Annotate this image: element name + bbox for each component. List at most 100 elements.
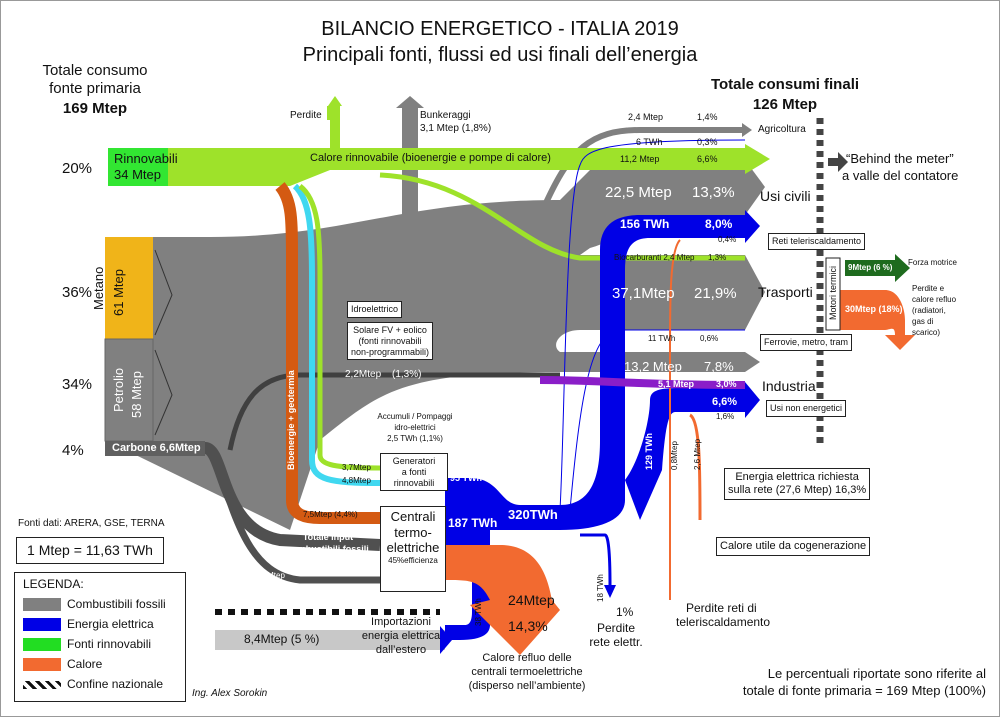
t129-label: 129 TWh (644, 432, 654, 470)
civ-elec-value: 156 TWh (620, 217, 670, 231)
hydro-flow (298, 184, 381, 471)
bunker-label-2: 3,1 Mtep (1,8%) (420, 123, 492, 134)
tra-value: 37,1Mtep (612, 285, 675, 302)
refluo-value: 24Mtep (508, 592, 555, 608)
nonen-box: Usi non energetici (766, 400, 847, 417)
industria-label: Industria (762, 378, 816, 394)
tra-pct: 21,9% (694, 285, 737, 302)
t320-label: 320TWh (508, 507, 558, 522)
nonen-pct: 3,0% (716, 379, 737, 389)
legend-item-heat: Calore (23, 657, 102, 672)
civ-elec-pct: 8,0% (705, 217, 733, 231)
btm-label-1: “Behind the meter” (846, 151, 954, 166)
reflui-l3: (radiatori, (912, 306, 946, 315)
reflui-l4: gas di (912, 317, 934, 326)
final-total: 126 Mtep (752, 96, 818, 113)
perd-tel-l1: Perdite reti di (686, 601, 757, 615)
import-l3: dall’estero (375, 644, 427, 656)
perd-tel-l2: teleriscaldamento (676, 615, 771, 629)
ind-elec-pct: 6,6% (712, 396, 738, 408)
perd-rete-l2: rete elettr. (589, 635, 643, 649)
btm-label-2: a valle del contatore (842, 168, 959, 183)
civ-pct: 13,3% (692, 184, 735, 201)
nonenergy-flow (539, 376, 746, 389)
reflui-l1: Perdite e (912, 284, 945, 293)
legend: LEGENDA: Combustibili fossili Energia el… (14, 572, 186, 702)
forza-value: 9Mtep (6 %) (848, 263, 893, 272)
oil-value: 58 Mtep (129, 371, 144, 418)
import-l1: Importazioni (371, 616, 431, 628)
t38-label: 38 TWh (474, 598, 483, 626)
agricoltura-label: Agricoltura (758, 124, 806, 135)
agri-elec-value: 6 TWh (636, 137, 663, 147)
agri-ren-value: 11,2 Mtep (620, 154, 660, 164)
gas-source-box (105, 237, 153, 339)
primary-total: 169 Mtep (62, 100, 128, 117)
oil-elec-pct: (1,3%) (392, 369, 422, 380)
industry-elec-flow (625, 388, 745, 520)
waste-heat-flow (445, 545, 560, 655)
solar-wind-flow (292, 183, 381, 486)
coal-import-flow (211, 453, 380, 584)
idro-box: Idroelettrico (347, 301, 403, 318)
tra-elec-pct: 0,6% (700, 334, 719, 343)
agri-elec-pct: 0,3% (697, 137, 718, 147)
t187-label: 187 TWh (448, 516, 498, 530)
primary-label-2: fonte primaria (49, 80, 141, 97)
chart-title: BILANCIO ENERGETICO - ITALIA 2019 (321, 18, 679, 40)
oil-elec-value: 2,2Mtep (345, 369, 382, 380)
refluo-l2: centrali termoelettriche (471, 666, 583, 678)
m37-label: 3,7Mtep (342, 463, 371, 472)
share-coal: 4% (62, 442, 84, 459)
share-oil: 34% (62, 376, 93, 393)
legend-item-border: Confine nazionale (23, 677, 163, 691)
m75-label: 7,5Mtep (4,4%) (303, 510, 358, 519)
nonen-value: 5,1 Mtep (658, 379, 695, 389)
tot-in-l1: Totale input (302, 532, 354, 542)
refluo-l1: Calore refluo delle (482, 652, 572, 664)
usi-civili-label: Usi civili (760, 188, 811, 204)
m26-label: 2,6 Mtep (693, 438, 702, 470)
m08-label: 0,8Mtep (670, 441, 679, 470)
import-l2: energia elettrica (361, 630, 441, 642)
ren-source-box (108, 148, 168, 186)
share-ren: 20% (62, 160, 93, 177)
t95-label: 95 TWh (450, 473, 483, 483)
refluo-pct: 14,3% (508, 618, 548, 634)
m44-label: 4,4Mtep (256, 571, 285, 580)
legend-item-ren: Fonti rinnovabili (23, 637, 151, 652)
note-l1: Le percentuali riportate sono riferite a… (767, 666, 986, 681)
reflui-value: 30Mtep (18%) (845, 304, 903, 314)
teleris-pct: 0,4% (718, 235, 737, 244)
ren-value: 34 Mtep (114, 167, 161, 182)
motori-label: Motori termici (828, 265, 838, 320)
bunker-flow (402, 106, 418, 240)
refluo-l3: (disperso nell’ambiente) (468, 680, 586, 692)
bioen-label: Bioenergie + geotermia (286, 370, 296, 470)
t18-label: 18 TWh (596, 574, 605, 602)
accum-l3: 2,5 TWh (1,1%) (387, 434, 443, 443)
teleris-flow (669, 239, 681, 600)
fonti-dati: Fonti dati: ARERA, GSE, TERNA (18, 518, 165, 529)
perd-rete-pct: 1% (616, 605, 634, 619)
primary-label-1: Totale consumo (42, 62, 148, 79)
tra-elec-value: 11 TWh (648, 334, 676, 343)
conversion-box: 1 Mtep = 11,63 TWh (16, 537, 164, 564)
coal-source-box (105, 441, 205, 456)
reflui-l5: scarico) (912, 328, 941, 337)
forza-label: Forza motrice (908, 258, 957, 267)
author: Ing. Alex Sorokin (192, 688, 268, 699)
bioenergy-flow (275, 182, 380, 524)
legend-item-elec: Energia elettrica (23, 617, 154, 632)
final-label: Totale consumi finali (710, 76, 860, 93)
biocarb-pct: 1,3% (708, 253, 727, 262)
gas-name: Metano (91, 266, 106, 310)
accum-l2: idro-elettrici (394, 423, 436, 432)
reflui-l2: calore refluo (912, 295, 957, 304)
cogen-box: Calore utile da cogenerazione (716, 537, 871, 557)
renewables-flow (108, 103, 745, 186)
teleris-box: Reti teleriscaldamento (768, 233, 866, 250)
tot-in-l2: combustibili fossili (287, 544, 369, 554)
accum-l1: Accumuli / Pompaggi (377, 412, 453, 421)
